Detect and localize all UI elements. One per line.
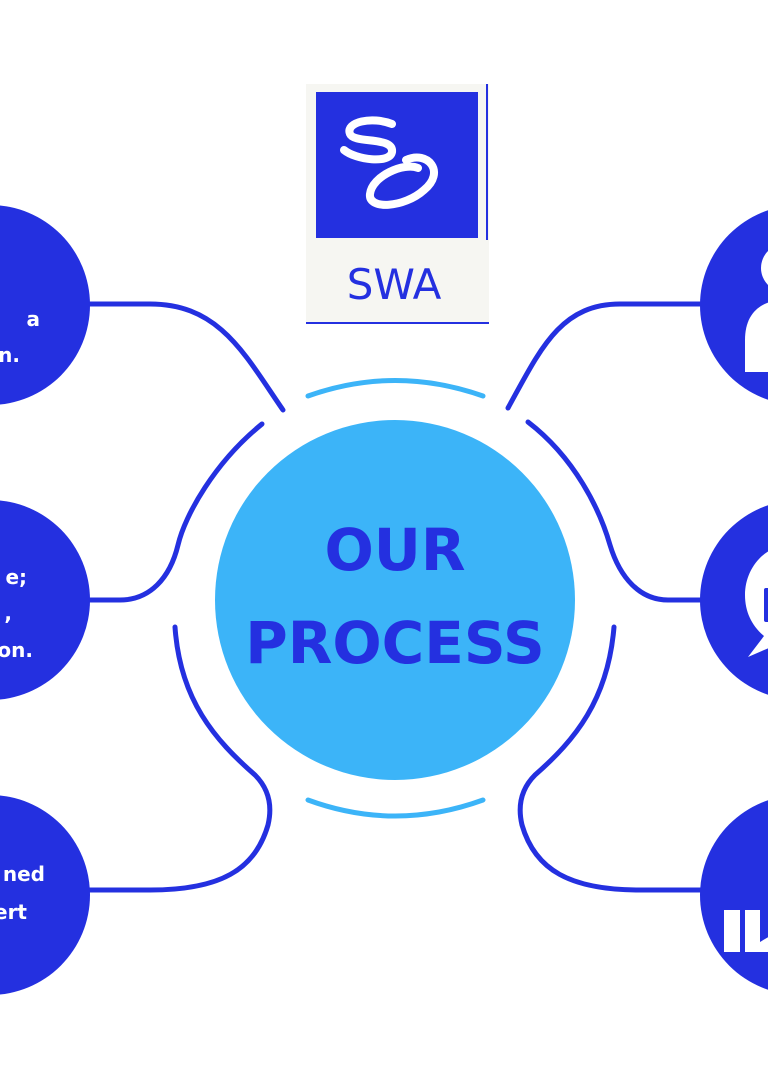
right-node-1	[700, 210, 768, 400]
left-connectors	[77, 301, 286, 893]
center-title-line2: PROCESS	[245, 609, 545, 677]
chat-bubble-icon	[745, 551, 768, 657]
left-node-1-line2: n.	[0, 343, 20, 367]
connector-left-middle	[77, 421, 265, 603]
accent-arcs	[305, 378, 486, 819]
left-node-1-circle	[0, 205, 90, 405]
right-node-1-circle	[700, 210, 768, 400]
left-node-2-line1: e;	[5, 565, 27, 589]
left-node-3-line1: ned	[3, 862, 45, 886]
left-node-3-line2: ert	[0, 900, 27, 924]
accent-arc-bottom	[305, 797, 486, 819]
right-node-3	[700, 800, 768, 990]
connector-left-bottom	[77, 624, 273, 893]
center-node: OUR PROCESS	[215, 420, 575, 780]
left-node-1-line1: a	[27, 307, 41, 331]
person-icon	[745, 251, 768, 372]
connector-right-middle	[525, 419, 708, 603]
connector-right-bottom	[517, 624, 708, 893]
connector-left-top	[77, 301, 286, 413]
left-node-2-line3: on.	[0, 638, 33, 662]
left-node-2-circle	[0, 500, 90, 700]
logo-text: SWA	[347, 260, 442, 309]
connector-right-top	[505, 301, 703, 411]
left-node-1: a n.	[0, 205, 90, 405]
document-icon	[724, 910, 768, 952]
left-node-2-line2: ,	[4, 601, 12, 625]
right-node-2-circle	[700, 505, 768, 695]
left-node-3: ned ert	[0, 795, 90, 995]
left-node-2: e; , on.	[0, 500, 90, 700]
left-node-3-circle	[0, 795, 90, 995]
right-connectors	[505, 301, 708, 893]
right-node-3-circle	[700, 800, 768, 990]
logo: SWA	[306, 84, 489, 324]
center-circle	[215, 420, 575, 780]
accent-arc-top	[305, 378, 486, 399]
right-node-2	[700, 505, 768, 695]
logo-monogram-icon	[340, 116, 438, 209]
center-title-line1: OUR	[324, 516, 465, 584]
